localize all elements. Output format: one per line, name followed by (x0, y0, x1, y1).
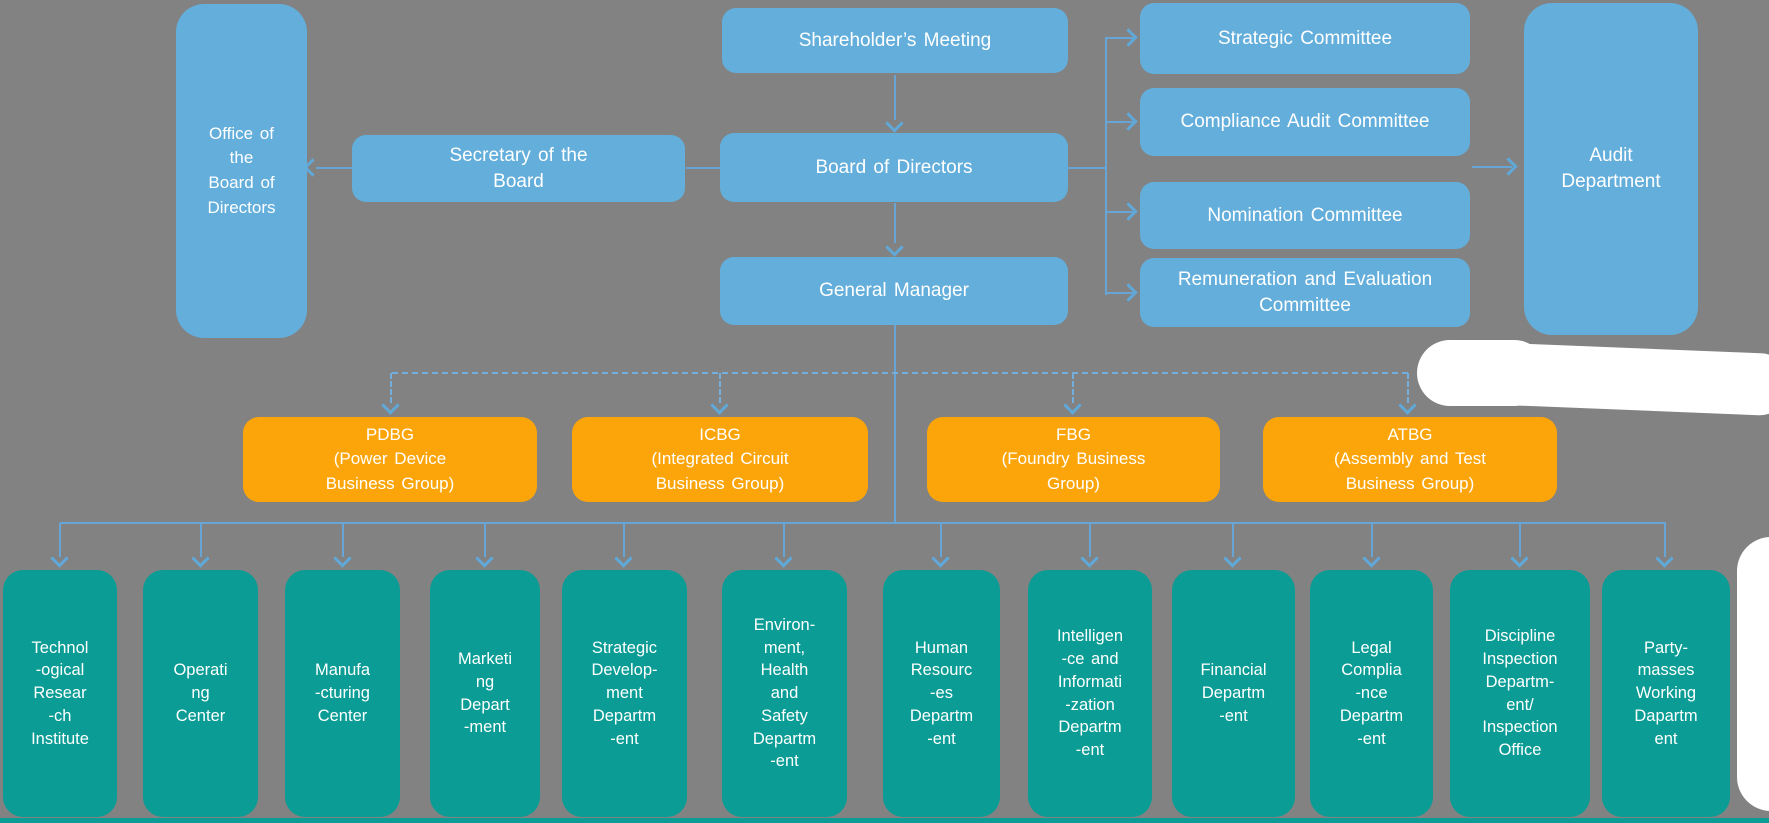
arrowhead-down-board (885, 114, 904, 133)
arrowhead-right-audit (1499, 157, 1518, 176)
node-audit-department: Audit Department (1524, 3, 1698, 335)
arrowhead-icbg (710, 396, 729, 415)
arrowhead-down-gm (885, 238, 904, 257)
arrowhead-dept-8 (1080, 549, 1099, 568)
drop-dept-1 (59, 523, 61, 557)
dashed-drop-icbg (719, 373, 721, 403)
arrowhead-fbg (1063, 396, 1082, 415)
arrowhead-right-strategic (1119, 28, 1138, 47)
arrowhead-dept-9 (1223, 549, 1242, 568)
drop-dept-3 (342, 523, 344, 557)
white-eraser-blob-right-edge (1737, 537, 1769, 811)
dashed-bus-business-groups (392, 372, 1408, 374)
node-dept-operating-center: Operati ng Center (143, 570, 258, 817)
arrowhead-dept-11 (1510, 549, 1529, 568)
drop-dept-7 (940, 523, 942, 557)
connector-departments-bus (60, 522, 1666, 524)
node-dept-legal-compliance: Legal Complia -nce Departm -ent (1310, 570, 1433, 817)
arrowhead-dept-12 (1655, 549, 1674, 568)
dashed-drop-pdbg (390, 373, 392, 403)
node-group-icbg: ICBG (Integrated Circuit Business Group) (572, 417, 868, 502)
connector-shareholders-to-board (894, 75, 896, 120)
arrowhead-dept-6 (774, 549, 793, 568)
arrowhead-dept-2 (191, 549, 210, 568)
drop-dept-8 (1089, 523, 1091, 557)
arrowhead-dept-3 (333, 549, 352, 568)
arrowhead-atbg (1398, 396, 1417, 415)
node-dept-intelligence-informatization: Intelligen -ce and Informati -zation Dep… (1028, 570, 1152, 817)
node-office-of-the-board: Office of the Board of Directors (176, 4, 307, 338)
node-dept-financial: Financial Departm -ent (1172, 570, 1295, 817)
arrowhead-right-nomination (1119, 202, 1138, 221)
node-dept-discipline-inspection: Discipline Inspection Departm- ent/ Insp… (1450, 570, 1590, 817)
node-group-pdbg: PDBG (Power Device Business Group) (243, 417, 537, 502)
arrowhead-dept-7 (931, 549, 950, 568)
connector-secretary-to-office (316, 167, 352, 169)
connector-board-to-secretary (686, 167, 720, 169)
node-shareholders-meeting: Shareholder’s Meeting (722, 8, 1068, 73)
node-dept-manufacturing-center: Manufa -cturing Center (285, 570, 400, 817)
dashed-drop-fbg (1072, 373, 1074, 403)
bottom-teal-strip (0, 818, 1769, 823)
dashed-drop-atbg (1407, 373, 1409, 403)
drop-dept-11 (1519, 523, 1521, 557)
drop-dept-2 (200, 523, 202, 557)
arrowhead-right-remuneration (1119, 283, 1138, 302)
connector-to-remuneration (1105, 292, 1133, 294)
node-group-fbg: FBG (Foundry Business Group) (927, 417, 1220, 502)
node-board-of-directors: Board of Directors (720, 133, 1068, 202)
node-dept-human-resources: Human Resourc -es Departm -ent (883, 570, 1000, 817)
node-committee-nomination: Nomination Committee (1140, 182, 1470, 249)
drop-dept-5 (623, 523, 625, 557)
white-eraser-blob-band (1478, 342, 1769, 417)
drop-dept-12 (1664, 523, 1666, 557)
connector-committees-to-audit (1472, 166, 1512, 168)
connector-gm-down (894, 325, 896, 524)
node-group-atbg: ATBG (Assembly and Test Business Group) (1263, 417, 1557, 502)
node-dept-marketing: Marketi ng Depart -ment (430, 570, 540, 817)
connector-to-compliance (1105, 121, 1133, 123)
arrowhead-dept-10 (1362, 549, 1381, 568)
drop-dept-9 (1232, 523, 1234, 557)
arrowhead-dept-1 (50, 549, 69, 568)
node-secretary-of-the-board: Secretary of the Board (352, 135, 685, 202)
node-committee-remuneration-evaluation: Remuneration and Evaluation Committee (1140, 258, 1470, 327)
connector-to-strategic (1105, 37, 1133, 39)
arrowhead-pdbg (381, 396, 400, 415)
arrowhead-dept-4 (475, 549, 494, 568)
drop-dept-4 (484, 523, 486, 557)
connector-board-to-committee-trunk (1068, 167, 1107, 169)
arrowhead-dept-5 (614, 549, 633, 568)
node-committee-compliance-audit: Compliance Audit Committee (1140, 88, 1470, 156)
arrowhead-right-compliance (1119, 112, 1138, 131)
node-dept-environment-health-safety: Environ- ment, Health and Safety Departm… (722, 570, 847, 817)
node-general-manager: General Manager (720, 257, 1068, 325)
drop-dept-10 (1371, 523, 1373, 557)
node-dept-strategic-development: Strategic Develop- ment Departm -ent (562, 570, 687, 817)
node-dept-technological-research-institute: Technol -ogical Resear -ch Institute (3, 570, 117, 817)
drop-dept-6 (783, 523, 785, 557)
node-dept-party-masses-working: Party- masses Working Dapartm ent (1602, 570, 1730, 817)
connector-committee-trunk (1105, 37, 1107, 295)
connector-board-to-gm (894, 203, 896, 243)
node-committee-strategic: Strategic Committee (1140, 3, 1470, 74)
connector-to-nomination (1105, 211, 1133, 213)
